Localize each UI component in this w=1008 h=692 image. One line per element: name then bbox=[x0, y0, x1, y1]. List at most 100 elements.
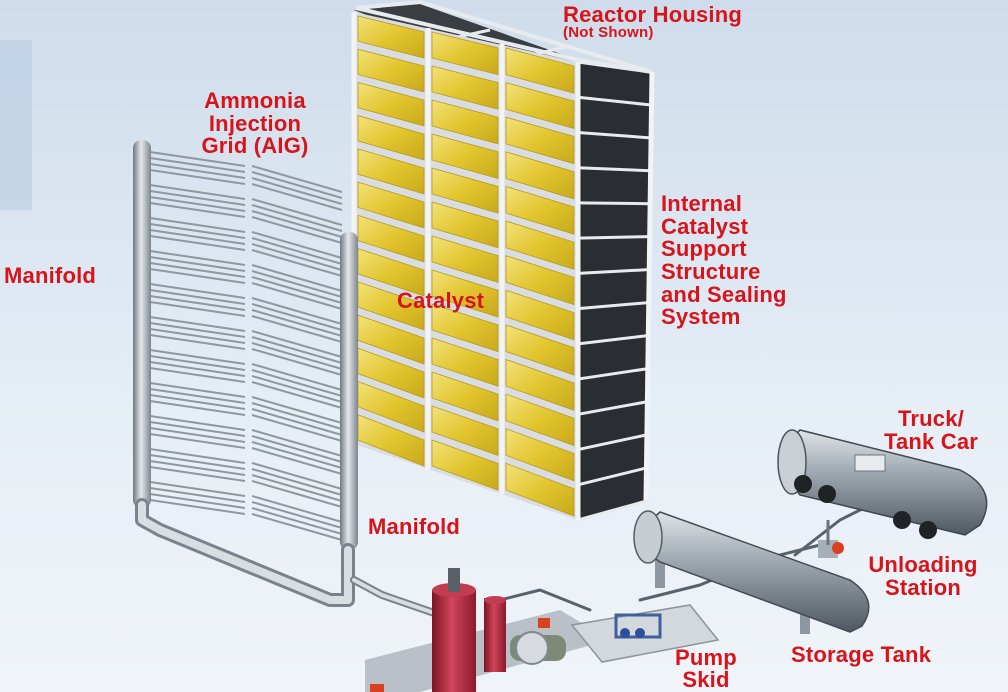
label-truck-tank-car: Truck/ Tank Car bbox=[883, 406, 979, 454]
side-frame-bar bbox=[577, 201, 651, 206]
label-reactor-housing: Reactor Housing bbox=[563, 2, 743, 27]
aig-lance bbox=[251, 447, 343, 475]
aig-lance bbox=[251, 171, 343, 199]
aig-lance bbox=[149, 493, 246, 509]
side-frame-bar bbox=[577, 268, 651, 275]
catalyst-cell bbox=[431, 65, 499, 110]
aig-lance bbox=[149, 367, 246, 383]
label-unloading-station: Unloading Station bbox=[868, 552, 978, 600]
catalyst-cell bbox=[505, 47, 575, 94]
catalyst-cell bbox=[431, 371, 499, 422]
catalyst-cell bbox=[431, 99, 499, 145]
aig-lance bbox=[251, 297, 343, 325]
catalyst-cell bbox=[431, 201, 499, 249]
aig-lance bbox=[251, 375, 343, 403]
label-manifold-left: Manifold bbox=[4, 263, 97, 288]
aig-lance bbox=[149, 190, 246, 206]
ammonia-injection-grid bbox=[133, 140, 358, 550]
aig-lance bbox=[251, 204, 343, 232]
aig-lance bbox=[149, 454, 246, 470]
catalyst-cell bbox=[357, 181, 425, 229]
aig-lance bbox=[251, 408, 343, 436]
side-frame-bar bbox=[577, 366, 651, 381]
aig-lance bbox=[149, 151, 246, 167]
aig-lance bbox=[251, 165, 343, 193]
aig-lance bbox=[149, 421, 246, 437]
catalyst-cell bbox=[431, 167, 499, 214]
label-not-shown: (Not Shown) bbox=[563, 24, 654, 41]
aig-lance bbox=[149, 400, 246, 416]
aig-lance bbox=[149, 301, 246, 317]
aig-lance bbox=[149, 427, 246, 443]
catalyst-cell bbox=[357, 15, 425, 59]
aig-lance bbox=[149, 316, 246, 332]
side-frame-bars bbox=[577, 60, 651, 522]
aig-lance bbox=[251, 474, 343, 502]
aig-lance bbox=[149, 196, 246, 212]
aig-lance bbox=[149, 328, 246, 344]
catalyst-cell bbox=[505, 185, 575, 235]
aig-lance bbox=[149, 415, 246, 431]
aig-lance bbox=[251, 480, 343, 508]
aig-lance bbox=[149, 388, 246, 404]
catalyst-cell bbox=[431, 337, 499, 387]
aig-lance bbox=[251, 501, 343, 529]
aig-lance bbox=[251, 369, 343, 397]
aig-lance bbox=[251, 270, 343, 298]
aig-lance bbox=[149, 466, 246, 482]
aig-lance bbox=[149, 349, 246, 365]
catalyst-cell bbox=[431, 439, 499, 491]
pump-skid bbox=[365, 568, 610, 692]
aig-lance bbox=[251, 462, 343, 490]
pump-filter bbox=[484, 598, 506, 672]
catalyst-cell bbox=[431, 269, 499, 318]
catalyst-cell bbox=[505, 220, 575, 270]
aig-lance bbox=[149, 262, 246, 278]
catalyst-cell bbox=[505, 428, 575, 482]
side-frame-bar bbox=[577, 235, 651, 240]
catalyst-cell bbox=[505, 116, 575, 165]
label-storage-tank: Storage Tank bbox=[791, 642, 932, 667]
side-frame-bar bbox=[577, 95, 651, 107]
catalyst-cell bbox=[357, 214, 425, 263]
catalyst-cell bbox=[431, 31, 499, 76]
aig-lance bbox=[149, 487, 246, 503]
label-ammonia-injection-grid: Ammonia Injection Grid (AIG) bbox=[201, 88, 309, 159]
aig-lance bbox=[251, 402, 343, 430]
aig-lance bbox=[251, 282, 343, 310]
aig-lance bbox=[149, 334, 246, 350]
side-frame-bar bbox=[577, 130, 651, 140]
aig-lance bbox=[149, 157, 246, 173]
reactor-side-face bbox=[578, 60, 652, 520]
catalyst-cell bbox=[357, 115, 425, 161]
side-frame-bar bbox=[577, 432, 651, 452]
side-frame-bar bbox=[577, 333, 651, 346]
catalyst-cell bbox=[357, 148, 425, 195]
catalyst-cell bbox=[505, 151, 575, 200]
side-frame-bar bbox=[577, 60, 651, 74]
side-frame-bar bbox=[577, 399, 651, 416]
aig-lance bbox=[251, 231, 343, 259]
aig-lance bbox=[149, 382, 246, 398]
aig-lance bbox=[149, 499, 246, 515]
side-frame-bar bbox=[577, 300, 651, 311]
aig-lance bbox=[251, 363, 343, 391]
aig-lance bbox=[251, 216, 343, 244]
catalyst-cell bbox=[505, 393, 575, 447]
aig-lance bbox=[149, 295, 246, 311]
catalyst-cell bbox=[505, 255, 575, 306]
aig-header-left bbox=[133, 140, 151, 508]
catalyst-cell bbox=[505, 82, 575, 129]
aig-lance bbox=[251, 198, 343, 226]
metering-skid bbox=[570, 604, 720, 663]
aig-lance bbox=[251, 264, 343, 292]
unloading-station bbox=[818, 520, 844, 558]
aig-lance bbox=[251, 177, 343, 205]
aig-lance bbox=[149, 256, 246, 272]
catalyst-cell bbox=[505, 462, 575, 517]
aig-lance bbox=[251, 183, 343, 211]
label-catalyst: Catalyst bbox=[397, 288, 485, 313]
aig-lance bbox=[149, 217, 246, 233]
aig-lance bbox=[251, 303, 343, 331]
storage-tank bbox=[633, 510, 870, 634]
